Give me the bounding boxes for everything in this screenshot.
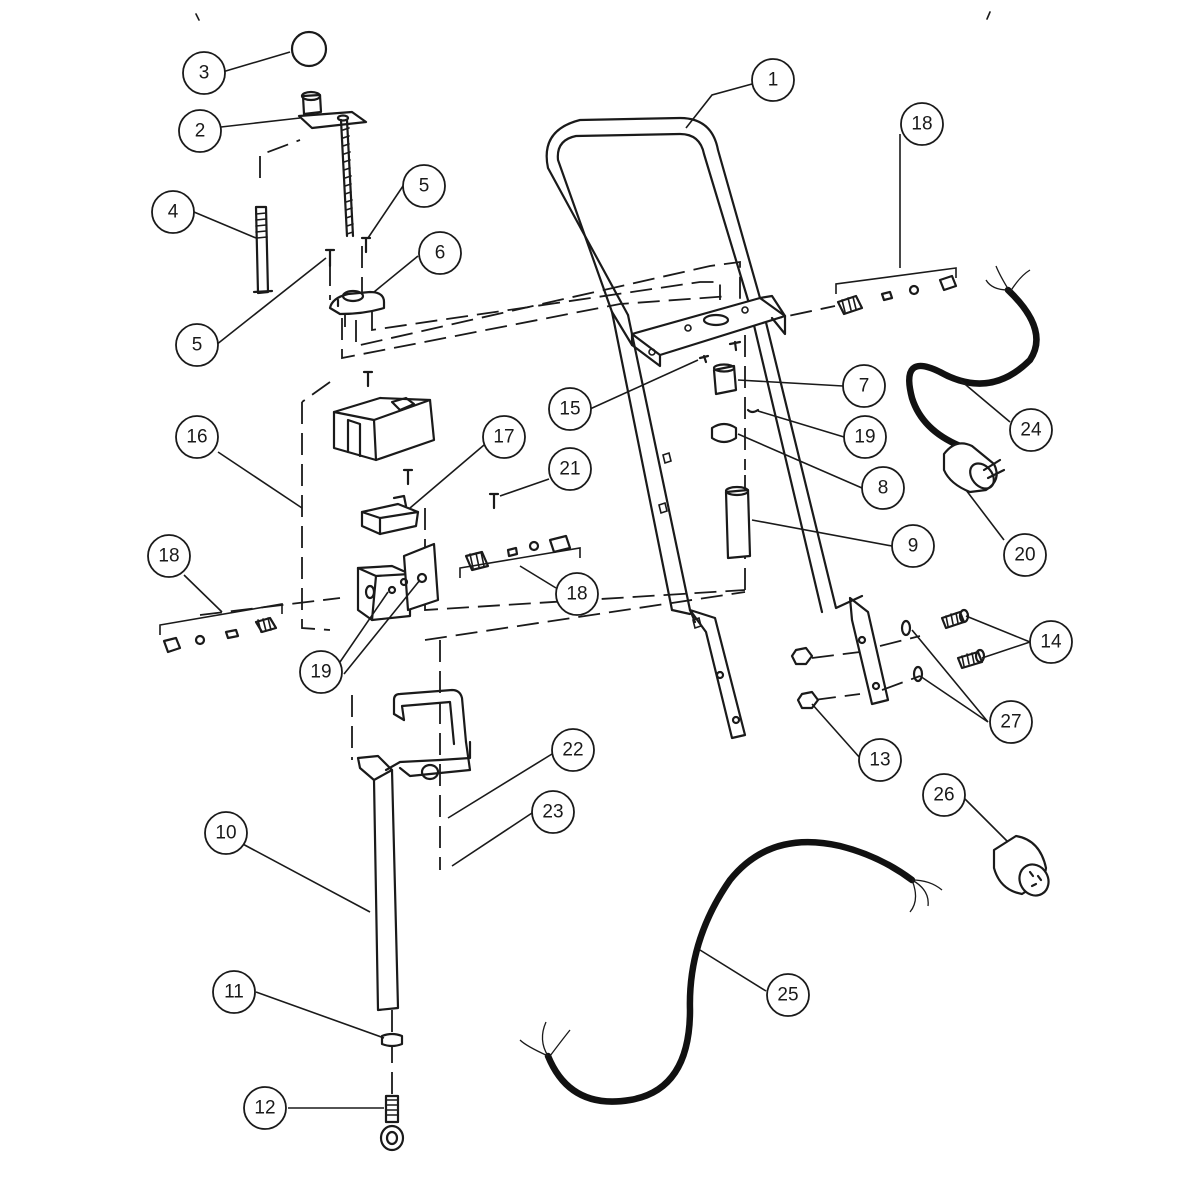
spacer-7	[712, 364, 738, 396]
switch-box	[356, 542, 440, 622]
callout-label: 12	[254, 1098, 275, 1119]
callout-6: 6	[418, 231, 462, 275]
cord-connector-right	[836, 274, 958, 316]
callout-label: 5	[192, 335, 203, 356]
callout-26: 26	[922, 773, 966, 817]
nut-11	[380, 1032, 404, 1048]
callout-7: 7	[842, 364, 886, 408]
nut-and-eyebolt	[379, 1032, 405, 1152]
callout-15: 15	[548, 387, 592, 431]
clamp-plate	[297, 110, 368, 130]
callout-label: 21	[559, 459, 580, 480]
screw-21	[488, 492, 500, 510]
callout-label: 18	[158, 546, 179, 567]
callout-label: 19	[310, 662, 331, 683]
callout-18-left: 18	[147, 534, 191, 578]
callout-label: 23	[542, 802, 563, 823]
small-screws	[324, 236, 372, 268]
callout-label: 24	[1020, 420, 1042, 441]
callout-label: 26	[933, 785, 954, 806]
callout-label: 22	[562, 740, 583, 761]
power-cord-with-plug	[905, 265, 1040, 494]
callout-21: 21	[548, 447, 592, 491]
callout-4: 4	[151, 190, 195, 234]
sleeve-9	[724, 488, 752, 560]
callout-label: 8	[878, 478, 889, 499]
callout-label: 13	[869, 750, 890, 771]
long-bolt	[252, 205, 274, 295]
callout-25: 25	[766, 973, 810, 1017]
callout-label: 25	[777, 985, 798, 1006]
callout-label: 5	[419, 176, 430, 197]
screw-15	[698, 354, 710, 364]
callout-10: 10	[204, 811, 248, 855]
callout-label: 17	[493, 427, 514, 448]
leader-lines	[183, 51, 1031, 1109]
callout-label: 18	[566, 584, 587, 605]
ball-knob	[290, 30, 328, 68]
switch	[360, 494, 420, 536]
callout-18-right: 18	[900, 102, 944, 146]
knob-and-rod	[290, 30, 368, 238]
callout-label: 16	[186, 427, 207, 448]
callout-label: 7	[859, 376, 870, 397]
callout-14: 14	[1029, 620, 1073, 664]
callout-label: 15	[559, 399, 580, 420]
callout-label: 14	[1040, 632, 1062, 653]
cord-connector-middle	[464, 534, 572, 572]
callout-1: 1	[751, 58, 795, 102]
callout-8: 8	[861, 466, 905, 510]
extension-cord	[519, 838, 943, 1105]
handle-frame	[545, 116, 890, 740]
callout-label: 6	[435, 243, 446, 264]
callout-19-right: 19	[843, 415, 887, 459]
callout-17: 17	[482, 415, 526, 459]
callout-label: 1	[768, 70, 779, 91]
callout-27: 27	[989, 700, 1033, 744]
callout-24: 24	[1009, 408, 1053, 452]
mounting-hardware	[790, 608, 986, 710]
base-bracket	[328, 289, 386, 316]
nut-8	[710, 422, 738, 444]
callout-13: 13	[858, 738, 902, 782]
callout-22: 22	[551, 728, 595, 772]
callout-16: 16	[175, 415, 219, 459]
part18-brackets	[159, 267, 957, 635]
callout-label: 9	[908, 536, 919, 557]
callout-3: 3	[182, 51, 226, 95]
callout-11: 11	[212, 970, 256, 1014]
callout-18-middle: 18	[555, 572, 599, 616]
callout-2: 2	[178, 109, 222, 153]
callout-19-left: 19	[299, 650, 343, 694]
assembly-lines	[199, 139, 921, 1100]
spacer-and-sleeve	[698, 340, 760, 560]
callout-label: 11	[224, 982, 244, 1003]
callout-label: 10	[215, 823, 236, 844]
callout-5-upper: 5	[402, 164, 446, 208]
receptacle	[992, 834, 1050, 897]
callout-5-lower: 5	[175, 323, 219, 367]
callout-23: 23	[531, 790, 575, 834]
callout-label: 3	[199, 63, 210, 84]
callout-12: 12	[243, 1086, 287, 1130]
callout-label: 19	[854, 427, 875, 448]
callout-label: 2	[195, 121, 206, 142]
cord-connector-left	[162, 616, 278, 654]
callout-label: 18	[911, 114, 932, 135]
top-edge-marks	[195, 11, 991, 21]
callout-9: 9	[891, 524, 935, 568]
callout-label: 27	[1000, 712, 1021, 733]
switch-cover	[332, 370, 436, 486]
callout-label: 20	[1014, 545, 1035, 566]
callout-label: 4	[168, 202, 179, 223]
handle-post	[356, 688, 472, 1012]
callout-20: 20	[1003, 533, 1047, 577]
